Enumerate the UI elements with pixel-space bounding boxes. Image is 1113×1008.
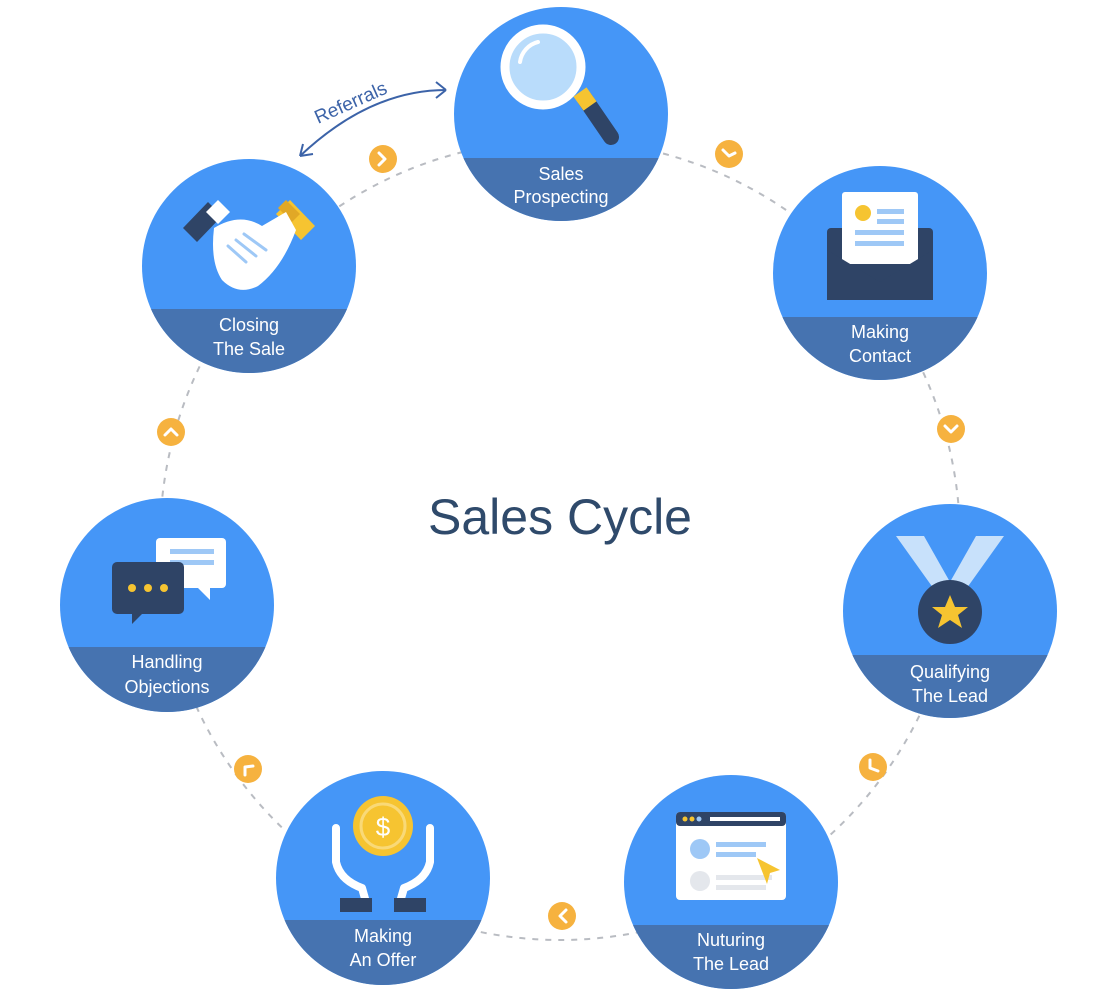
stage-label: An Offer — [350, 950, 417, 970]
stage-label: Contact — [849, 346, 911, 366]
stage-nuturing-the-lead: Nuturing The Lead — [624, 775, 838, 989]
handshake-icon — [183, 200, 315, 290]
stage-label: Sales — [538, 164, 583, 184]
stage-making-an-offer: $ Making An Offer — [276, 771, 490, 985]
stage-label: Qualifying — [910, 662, 990, 682]
stage-label: Making — [354, 926, 412, 946]
stage-making-contact: Making Contact — [773, 166, 987, 380]
stage-label: Prospecting — [513, 187, 608, 207]
stage-label: The Sale — [213, 339, 285, 359]
arrow-badge — [234, 755, 262, 783]
envelope-icon — [827, 192, 933, 300]
stage-label: The Lead — [912, 686, 988, 706]
speech-bubbles-icon — [112, 538, 226, 624]
arrow-badge — [548, 902, 576, 930]
stage-qualifying-the-lead: Qualifying The Lead — [843, 504, 1057, 718]
arrow-badge — [369, 145, 397, 173]
arrow-badge — [157, 418, 185, 446]
stage-label: The Lead — [693, 954, 769, 974]
diagram-title: Sales Cycle — [428, 489, 692, 545]
arrow-badge — [715, 140, 743, 168]
medal-icon — [896, 536, 1004, 644]
svg-text:$: $ — [376, 812, 391, 842]
stage-closing-the-sale: Closing The Sale — [142, 159, 356, 373]
arrow-badge — [937, 415, 965, 443]
hands-coin-icon: $ — [332, 796, 434, 912]
stage-handling-objections: Handling Objections — [60, 498, 274, 712]
arrow-badge — [859, 753, 887, 781]
browser-window-icon — [676, 812, 786, 900]
magnifying-glass-icon — [500, 24, 619, 145]
referrals-arrow: Referrals — [299, 78, 447, 157]
stage-label: Closing — [219, 315, 279, 335]
stage-label: Handling — [131, 652, 202, 672]
stage-sales-prospecting: Sales Prospecting — [454, 7, 668, 221]
stage-label: Objections — [124, 677, 209, 697]
stage-label: Making — [851, 322, 909, 342]
stage-label: Nuturing — [697, 930, 765, 950]
